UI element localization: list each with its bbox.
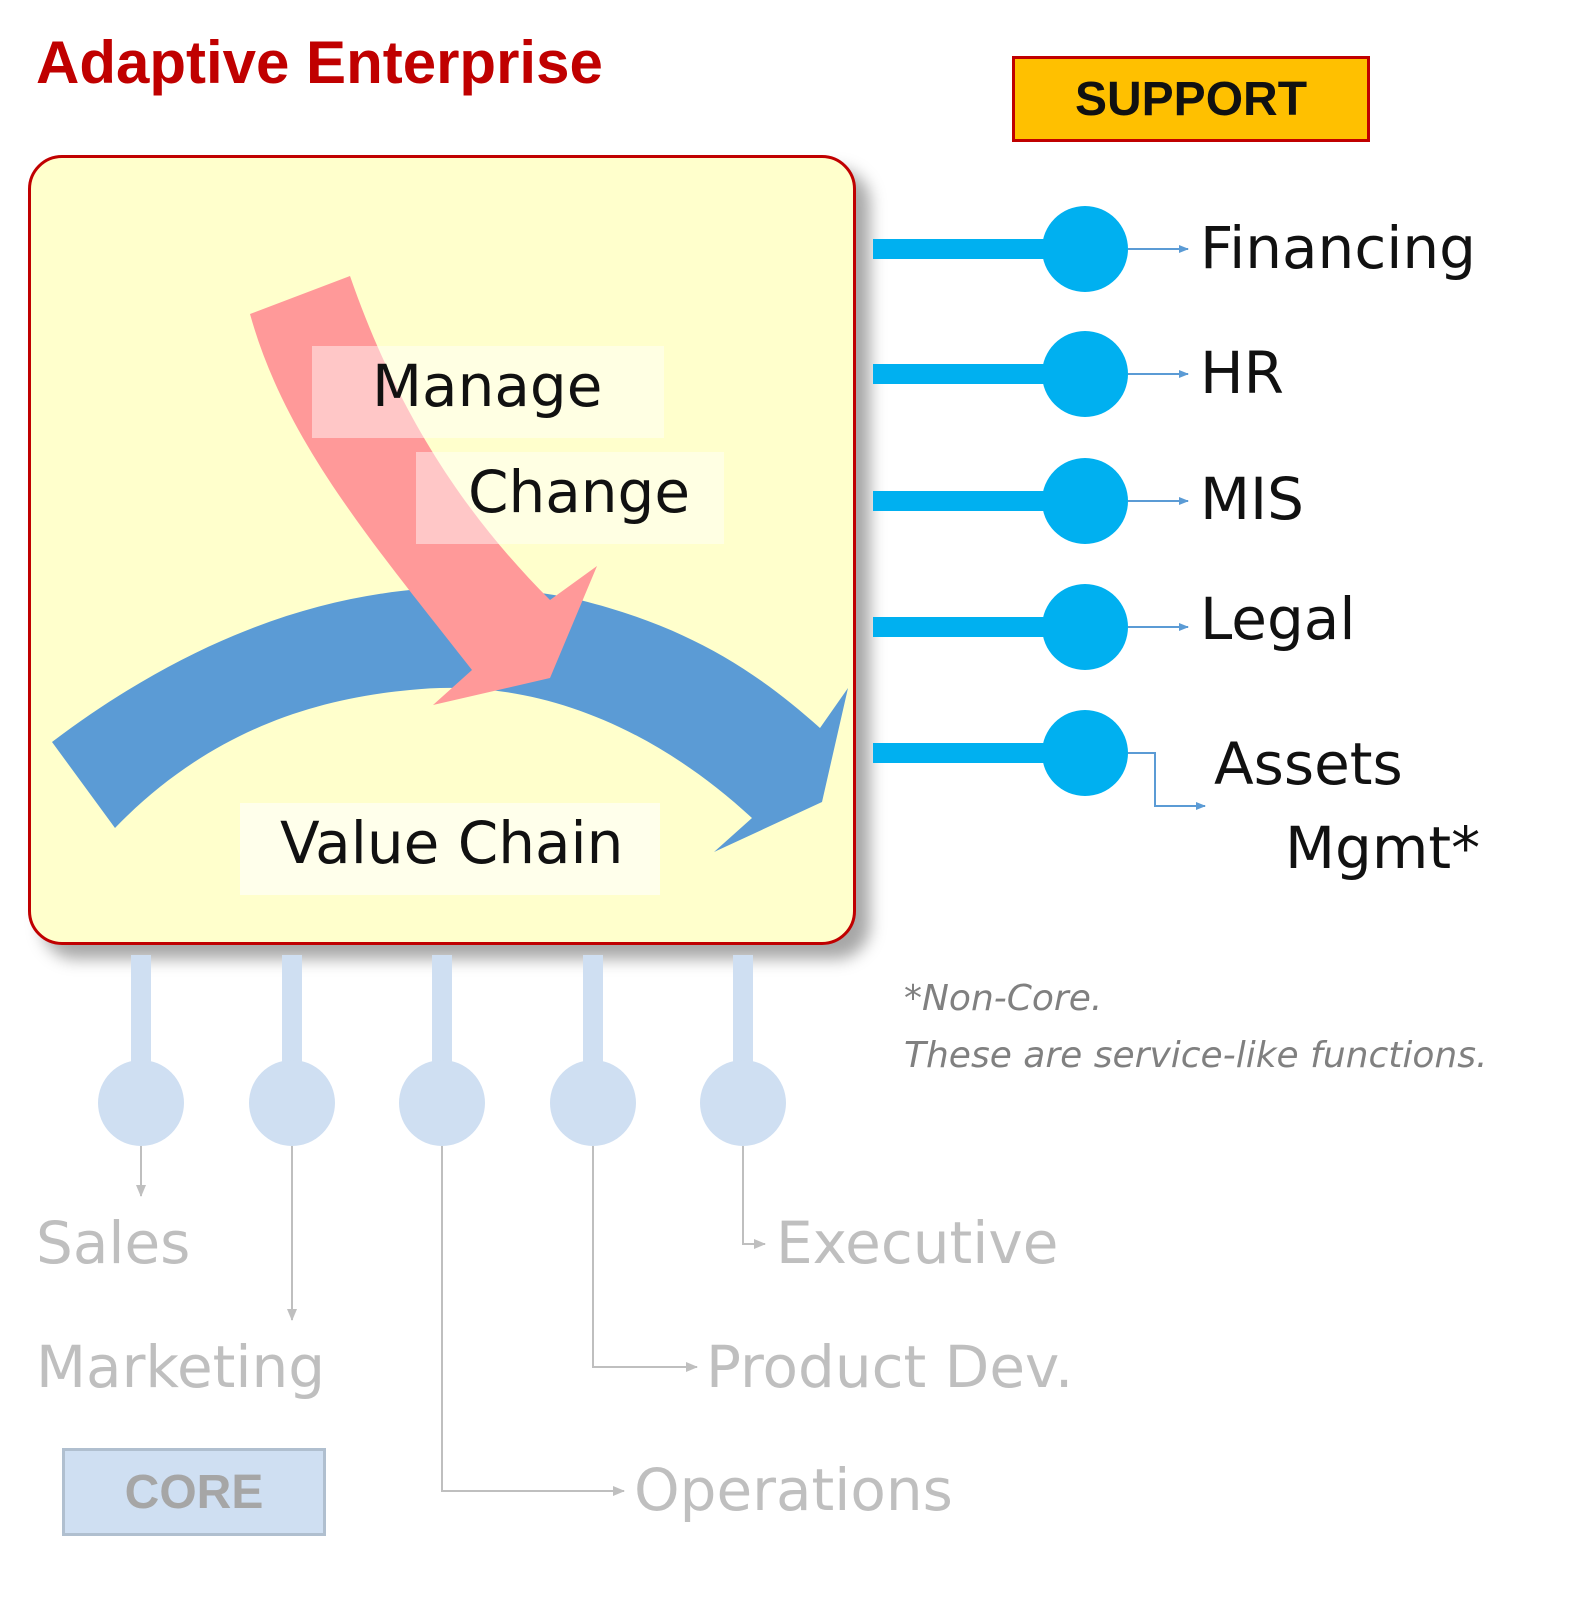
support-item-mis: MIS bbox=[1200, 465, 1304, 533]
core-label: CORE bbox=[124, 1465, 264, 1519]
core-item-sales: Sales bbox=[36, 1209, 191, 1277]
diagram-title: Adaptive Enterprise bbox=[36, 29, 603, 96]
support-item-legal: Legal bbox=[1200, 585, 1356, 653]
manage-label: Manage bbox=[312, 346, 664, 438]
core-item-executive: Executive bbox=[776, 1209, 1059, 1277]
connector-legal bbox=[873, 584, 1189, 670]
support-connectors bbox=[873, 206, 1206, 810]
value-chain-label: Value Chain bbox=[240, 803, 660, 895]
support-item-financing: Financing bbox=[1200, 214, 1476, 282]
note-line-2: These are service-like functions. bbox=[904, 1035, 1488, 1076]
connector-assets-mgmt bbox=[873, 710, 1206, 810]
connector-hr bbox=[873, 331, 1189, 417]
non-core-note: *Non-Core. These are service-like functi… bbox=[904, 970, 1487, 1084]
support-item-mgmt: Mgmt* bbox=[1285, 814, 1481, 882]
support-item-hr: HR bbox=[1200, 339, 1284, 407]
core-item-product-dev: Product Dev. bbox=[706, 1333, 1074, 1401]
core-connectors bbox=[98, 955, 786, 1496]
connector-executive bbox=[700, 955, 786, 1249]
value-chain-arrow bbox=[52, 587, 848, 852]
connector-marketing bbox=[249, 955, 335, 1321]
change-arrow bbox=[250, 276, 597, 705]
support-item-assets: Assets bbox=[1214, 730, 1403, 798]
connector-operations bbox=[399, 955, 625, 1496]
connector-financing bbox=[873, 206, 1189, 292]
core-header: CORE bbox=[62, 1448, 326, 1536]
change-label: Change bbox=[416, 452, 724, 544]
connector-sales bbox=[98, 955, 184, 1197]
core-item-marketing: Marketing bbox=[36, 1333, 326, 1401]
support-header: SUPPORT bbox=[1012, 56, 1370, 142]
connector-mis bbox=[873, 458, 1189, 544]
core-item-operations: Operations bbox=[634, 1456, 953, 1524]
support-label: SUPPORT bbox=[1074, 72, 1308, 126]
note-line-1: *Non-Core. bbox=[904, 978, 1103, 1019]
connector-product-dev bbox=[550, 955, 698, 1372]
